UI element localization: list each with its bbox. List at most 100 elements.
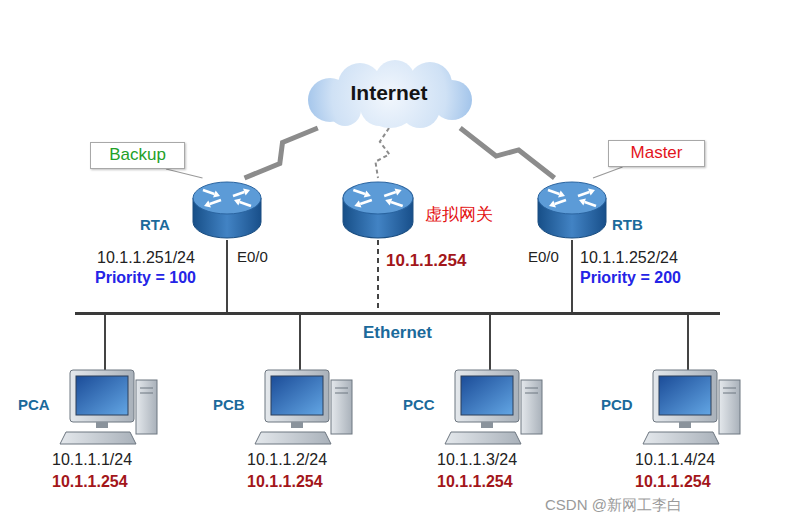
callout-box: Backup [90,142,185,169]
internet-text: Internet [350,80,427,105]
pc-monitor [265,370,329,422]
ip-text: 10.1.1.2/24 [247,450,327,469]
router-arrow [555,200,566,204]
backup-text: Backup [109,145,166,165]
lan-link [377,240,379,312]
prio-text: Priority = 100 [95,268,196,287]
ip-text: 10.1.1.4/24 [635,450,715,469]
rname-text: RTA [140,216,170,234]
ethernet-bus: Ethernet [75,312,720,348]
pc-tower [521,380,542,434]
pcname-text: PCB [213,396,245,414]
pc-node: PCC10.1.1.3/2410.1.1.254 [445,370,545,446]
router-icon [342,178,414,240]
gw-text: 10.1.1.254 [437,472,513,491]
pc-icon [445,370,545,446]
pc-screen [461,376,513,415]
router-icon [537,178,607,240]
router-arrow-head [364,190,371,197]
pc-monitor [70,370,134,422]
pc-keyboard [60,432,136,444]
pc-stand [679,422,691,428]
pc-keyboard [445,432,521,444]
pc-tower-slot [723,393,736,394]
virtual-router-node: 虚拟网关10.1.1.254 [342,178,414,240]
pc-node: PCA10.1.1.1/2410.1.1.254 [60,370,160,446]
wan-link [375,128,389,178]
router-arrow [210,200,221,204]
pcname-text: PCD [601,396,633,414]
lan-link [571,240,573,312]
prio-text: Priority = 200 [580,268,681,287]
callout-box: Master [608,140,705,167]
router-arrow-head [395,188,402,195]
router-arrow [578,192,589,196]
router-arrow [203,190,214,194]
router-top [193,182,261,214]
router-arrow-head [213,190,220,197]
pc-tower-slot [525,393,538,394]
ip-text: 10.1.1.1/24 [52,450,132,469]
rname-text: RTB [612,216,643,234]
gw-text: 10.1.1.254 [635,472,711,491]
pc-tower-slot [140,388,153,389]
pc-icon [60,370,160,446]
router-arrow [585,202,596,206]
router-arrow-head [579,198,586,205]
pc-tower [331,380,352,434]
lan-link [299,312,301,370]
lan-link [489,312,491,370]
vgw-text: 10.1.1.254 [386,251,466,271]
router-arrow-head [549,200,556,207]
wan-link [460,128,554,178]
lan-link [226,240,228,312]
callout-pointer [166,169,203,178]
router-arrow [240,202,251,206]
pc-tower-slot [335,393,348,394]
router-top [538,182,606,214]
router-icon [192,178,262,240]
port-text: E0/0 [237,248,268,266]
pc-node: PCB10.1.1.2/2410.1.1.254 [255,370,355,446]
vname-text: 虚拟网关 [425,205,493,225]
router-arrow [233,192,244,196]
port-text: E0/0 [528,248,559,266]
gw-text: 10.1.1.254 [52,472,128,491]
pc-monitor [455,370,519,422]
pc-tower-slot [525,388,538,389]
master-text: Master [631,143,683,163]
router-arrow-head [558,190,565,197]
pc-node: PCD10.1.1.4/2410.1.1.254 [643,370,743,446]
pc-stand [291,422,303,428]
router-arrow [548,190,559,194]
pc-keyboard [255,432,331,444]
router-arrow-head [354,200,361,207]
pc-tower-slot [335,388,348,389]
router-arrow-head [588,188,595,195]
lan-link [687,312,689,370]
eth-text: Ethernet [363,323,432,343]
router-arrow-head [385,198,392,205]
pc-tower [719,380,740,434]
router-arrow-head [204,200,211,207]
pcname-text: PCA [18,396,50,414]
pc-screen [76,376,128,415]
router-arrow [353,190,365,194]
ip-text: 10.1.1.252/24 [580,248,678,267]
pc-tower-slot [140,393,153,394]
router-arrow-head [234,198,241,205]
gw-text: 10.1.1.254 [247,472,323,491]
callout-pointer [593,167,623,178]
router-arrow [360,200,372,204]
router-arrow-head [243,188,250,195]
pc-stand [481,422,493,428]
router-arrow [391,202,403,206]
pc-tower [136,380,157,434]
router-node: RTA10.1.1.251/24E0/0Priority = 100 [192,178,262,240]
pc-screen [659,376,711,415]
router-node: RTBE0/010.1.1.252/24Priority = 200 [537,178,607,240]
pc-stand [96,422,108,428]
ip-text: 10.1.1.251/24 [97,248,195,267]
pc-screen [271,376,323,415]
